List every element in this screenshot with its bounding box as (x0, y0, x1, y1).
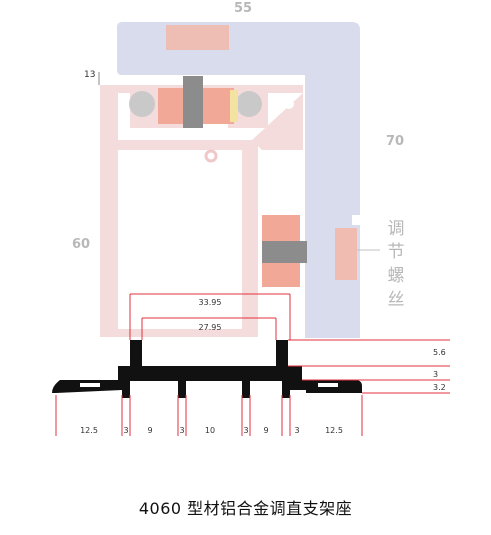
bottom-dim-9: 12.5 (325, 426, 343, 435)
bottom-dim-4: 3 (179, 426, 184, 435)
nut-block-light (230, 90, 238, 122)
bottom-dim-5: 10 (205, 426, 215, 435)
adjust-screw-char-3: 螺 (388, 266, 405, 286)
screw-body (262, 241, 307, 263)
bottom-dim-7: 9 (263, 426, 268, 435)
base-slot-right (318, 383, 338, 387)
adjust-screw-label: 调 节 螺 丝 (388, 219, 405, 310)
bottom-dim-1: 12.5 (80, 426, 98, 435)
bottom-dim-2: 3 (123, 426, 128, 435)
bolt-vertical (183, 76, 203, 128)
dimension-lines (55, 293, 450, 436)
label-right-height: 70 (386, 134, 404, 149)
dim-outer-width: 33.95 (199, 298, 222, 307)
alignment-hole (204, 149, 218, 163)
black-base-profile (52, 340, 362, 398)
label-left-height: 60 (72, 237, 90, 252)
base-slot-left (80, 383, 100, 387)
bottom-dim-3: 9 (147, 426, 152, 435)
bottom-dimensions: 12.5 3 9 3 10 3 9 3 12.5 (80, 426, 343, 435)
pink-profile-hollow (118, 150, 242, 329)
adjust-screw-char-1: 调 (388, 219, 405, 239)
dim-right-2: 3 (433, 370, 438, 379)
dim-right-1: 5.6 (433, 348, 446, 357)
top-insert (166, 25, 229, 50)
bottom-dim-8: 3 (294, 426, 299, 435)
right-insert (335, 228, 357, 280)
bottom-dim-6: 3 (243, 426, 248, 435)
slot-circle-right (236, 91, 262, 117)
adjust-screw-char-4: 丝 (388, 290, 405, 310)
wedge-hole (284, 99, 294, 109)
adjust-screw-char-2: 节 (388, 242, 405, 262)
diagram-caption: 4060 型材铝合金调直支架座 (138, 499, 353, 518)
slot-circle-left (129, 91, 155, 117)
dim-right-3: 3.2 (433, 383, 446, 392)
label-small-mark: 13 (84, 70, 95, 80)
blue-profile (117, 22, 360, 338)
dim-inner-width: 27.95 (199, 323, 222, 332)
label-top-width: 55 (234, 1, 252, 16)
